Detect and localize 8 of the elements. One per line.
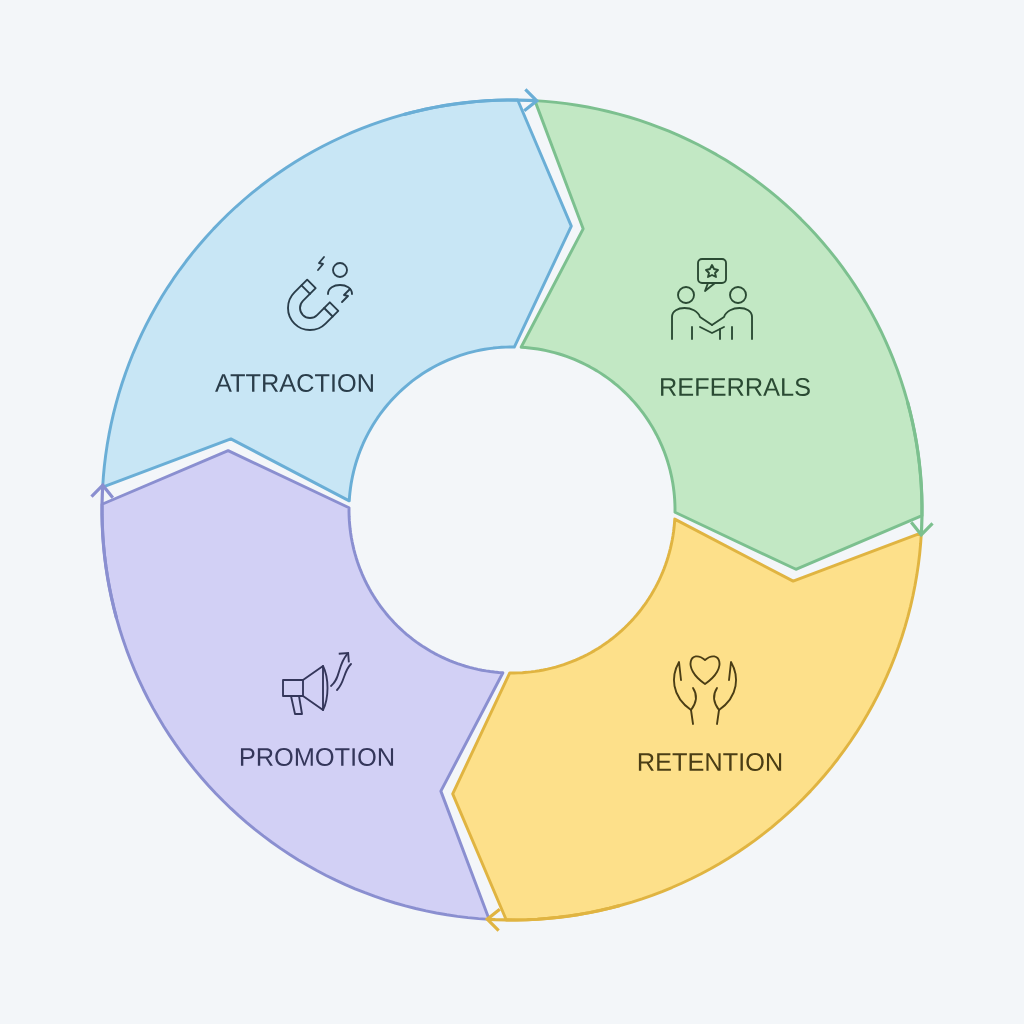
- cycle-arrow: [484, 904, 622, 932]
- cycle-arrow: [906, 400, 934, 538]
- cycle-arrow: [402, 88, 540, 116]
- segment-label: ATTRACTION: [215, 374, 373, 392]
- segment-label: RETENTION: [638, 753, 782, 771]
- segment-label: REFERRALS: [661, 378, 810, 396]
- cycle-arrow: [90, 482, 118, 620]
- segment-label: PROMOTION: [240, 748, 394, 766]
